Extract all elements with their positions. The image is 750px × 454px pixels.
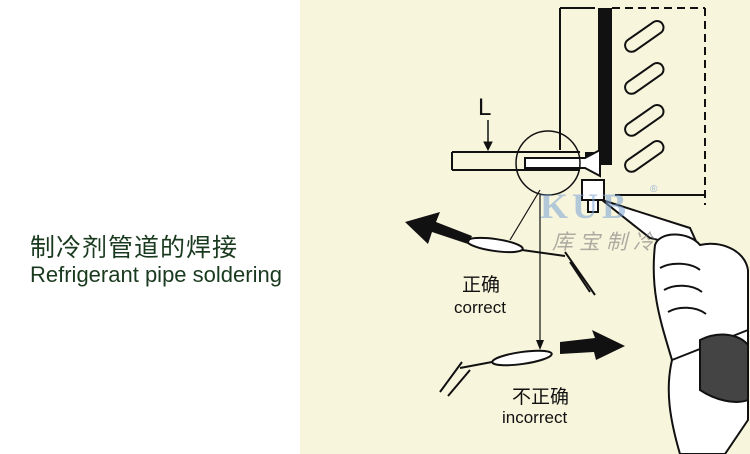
panel-bar [585,8,612,165]
torch-tip-incorrect [459,361,493,369]
refrigerant-pipe [451,151,580,171]
arrow-right [560,330,625,360]
incorrect-label-chinese: 不正确 [512,386,570,408]
torch-handle-incorrect [439,361,471,397]
detail-circle [515,130,581,196]
arrow-left [405,212,472,244]
flame-incorrect [491,349,553,367]
flame-correct [466,236,524,254]
torch-handle-correct [564,251,596,296]
torch-tip-correct [521,249,566,257]
glove-cuff [699,333,749,403]
fitting-nut [587,199,599,213]
length-indicator [483,120,493,152]
pointer-incorrect-head [536,340,544,350]
correct-label-english: correct [454,298,506,317]
watermark-registered: ® [650,184,658,195]
unit-housing [559,7,706,205]
left-panel [0,0,310,454]
correct-label-chinese: 正确 [462,274,501,296]
incorrect-label-english: incorrect [502,408,568,427]
watermark-logo: KUB [540,186,631,226]
finger-line [659,262,701,271]
vent-slot [624,104,665,137]
vent-slot [624,62,665,95]
finger-line [667,306,707,315]
vent-slot [624,140,665,173]
solder-joint [515,130,605,213]
length-label: L [478,94,492,121]
length-arrow-head [483,141,493,152]
title-chinese: 制冷剂管道的焊接 [30,233,239,262]
watermark-chinese: 库宝制冷 [552,230,660,254]
finger-line [663,284,703,293]
hand-with-torch [601,199,749,454]
joint-fitting [524,148,601,178]
pointer-correct [509,189,541,241]
vent-slot [624,20,665,53]
torch-incorrect [439,195,553,397]
vent-slots [624,20,665,173]
title-english: Refrigerant pipe soldering [30,262,282,287]
